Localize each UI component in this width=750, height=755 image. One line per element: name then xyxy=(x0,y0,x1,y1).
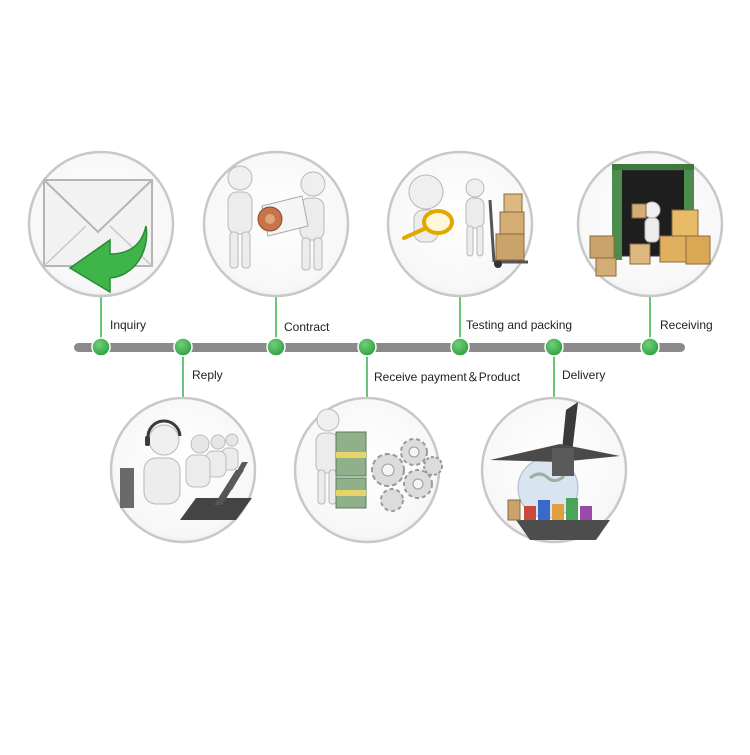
timeline-node-inquiry xyxy=(91,337,111,357)
airplane-and-cargo-ship-icon xyxy=(490,402,620,540)
envelope-reply-icon xyxy=(43,179,153,294)
timeline-node-testing-packing xyxy=(450,337,470,357)
step-label-testing-packing: Testing and packing xyxy=(466,318,573,332)
step-label-receive-payment: Receive payment＆Product xyxy=(374,370,521,384)
timeline-node-receive-payment xyxy=(357,337,377,357)
inspection-and-boxes-icon xyxy=(402,174,528,268)
timeline-bar xyxy=(74,343,685,352)
step-label-contract: Contract xyxy=(284,320,330,334)
money-and-gears-icon xyxy=(315,408,443,512)
step-label-receiving: Receiving xyxy=(660,318,713,332)
timeline-node-receiving xyxy=(640,337,660,357)
step-label-inquiry: Inquiry xyxy=(110,318,147,332)
timeline-node-reply xyxy=(173,337,193,357)
timeline-node-delivery xyxy=(544,337,564,357)
step-label-delivery: Delivery xyxy=(562,368,606,382)
timeline-node-contract xyxy=(266,337,286,357)
container-unloading-icon xyxy=(589,164,711,277)
call-center-operators-icon xyxy=(120,419,252,520)
contract-handshake-icon xyxy=(227,165,326,271)
step-label-reply: Reply xyxy=(192,368,223,382)
